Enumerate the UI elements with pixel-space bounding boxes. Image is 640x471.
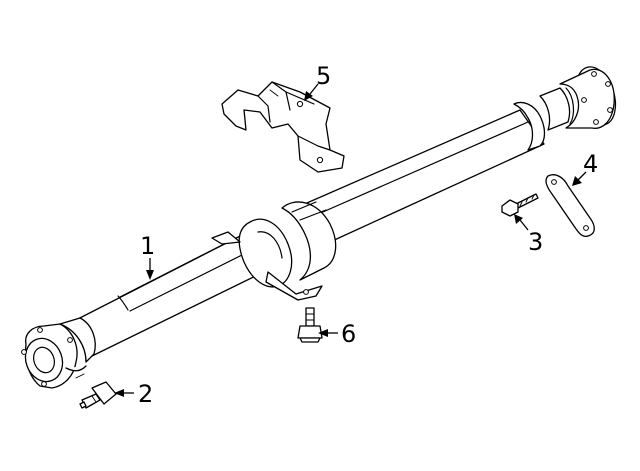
callout-3: 3 (528, 228, 543, 256)
callout-6: 6 (341, 320, 356, 348)
support-bracket (221, 81, 345, 173)
bolt-part-2 (79, 381, 117, 409)
drive-shaft-assembly (21, 66, 617, 389)
callout-5: 5 (316, 62, 331, 90)
heat-shield-plate (545, 174, 595, 238)
callout-4: 4 (583, 150, 598, 178)
callout-2: 2 (138, 380, 153, 408)
callout-arrows (114, 83, 587, 397)
bolt-part-6 (297, 307, 323, 343)
callout-1: 1 (140, 232, 155, 260)
bolt-part-3 (501, 193, 539, 217)
